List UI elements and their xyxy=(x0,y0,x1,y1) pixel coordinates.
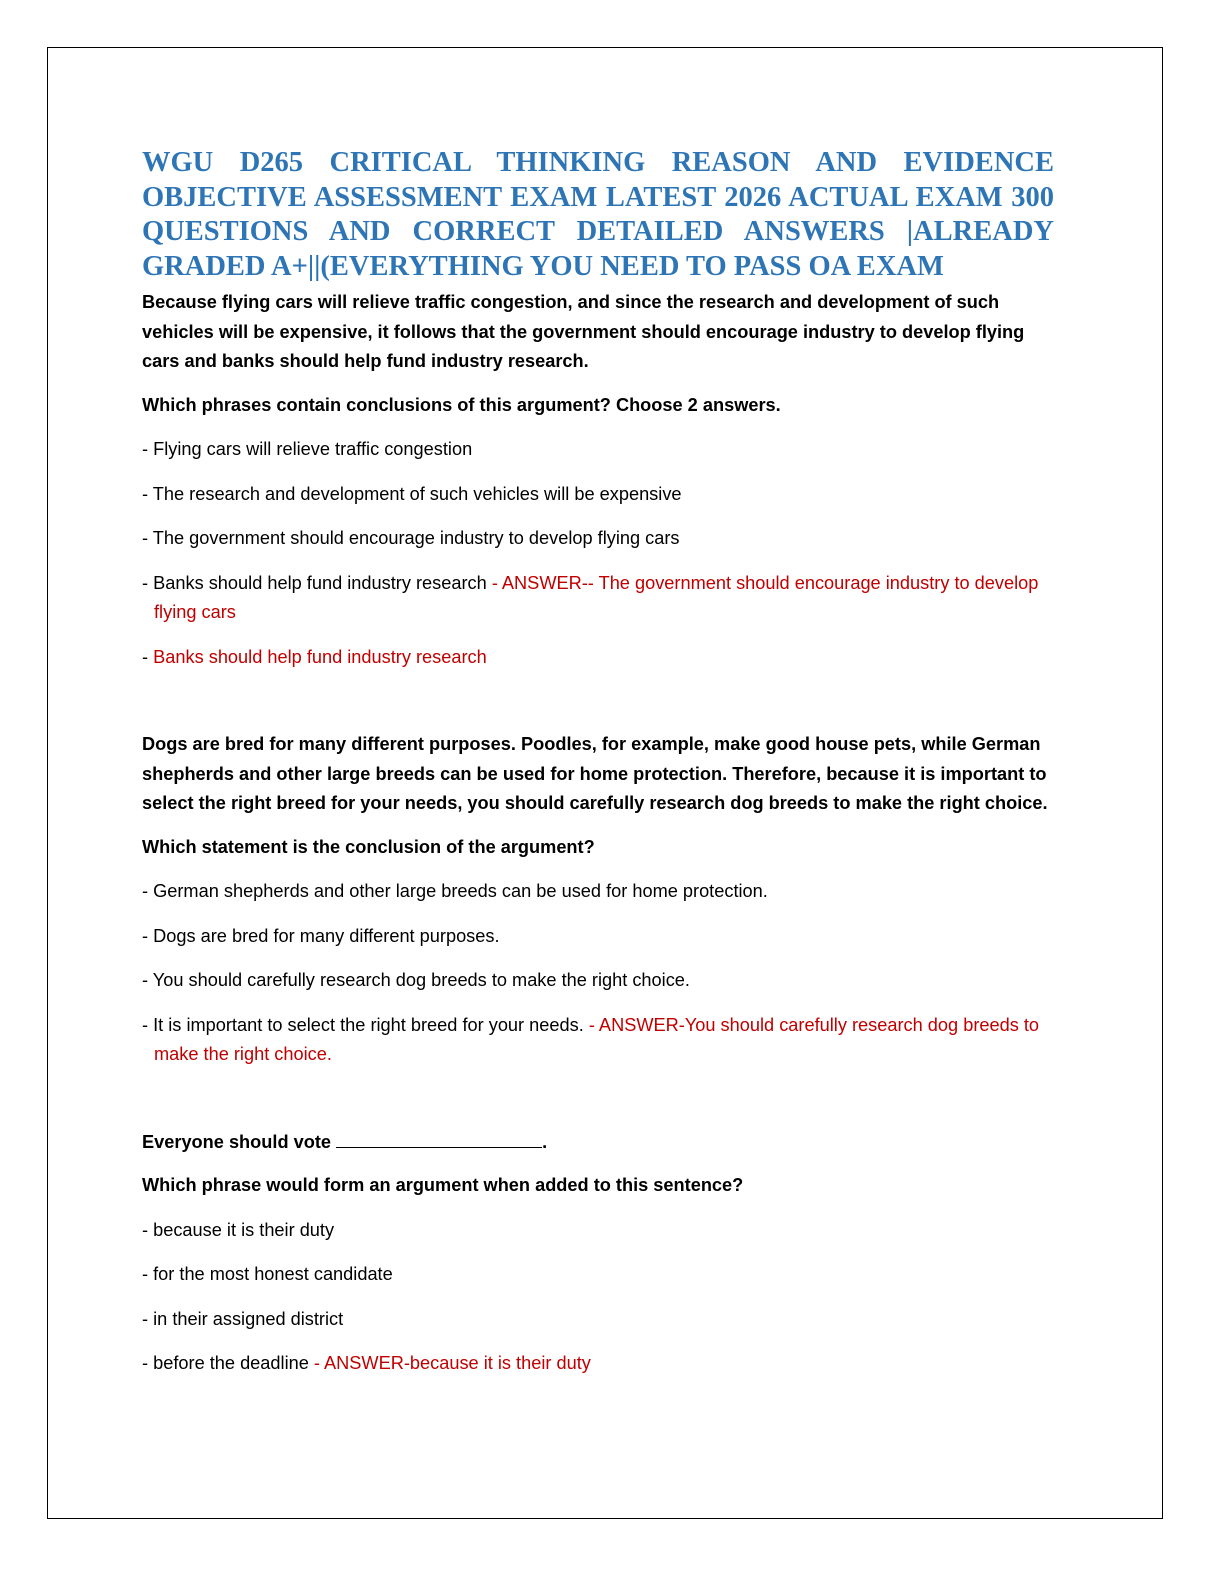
option-text: - Banks should help fund industry resear… xyxy=(142,572,492,593)
option-item: - Flying cars will relieve traffic conge… xyxy=(142,439,473,459)
document-body: WGU D265 CRITICAL THINKING REASON AND EV… xyxy=(142,146,1066,1379)
answer-options: - because it is their duty - for the mos… xyxy=(142,1216,1066,1379)
answer-options: - German shepherds and other large breed… xyxy=(142,877,1066,1070)
question-prompt: Which statement is the conclusion of the… xyxy=(142,836,595,857)
document-title: WGU D265 CRITICAL THINKING REASON AND EV… xyxy=(142,147,1054,282)
option-text: - It is important to select the right br… xyxy=(142,1014,589,1035)
option-text: - before the deadline xyxy=(142,1353,314,1373)
question-stem: Because flying cars will relieve traffic… xyxy=(142,292,1025,371)
question-3: Everyone should vote . Which phrase woul… xyxy=(142,1128,1066,1379)
option-item: - German shepherds and other large breed… xyxy=(142,881,768,901)
option-item: - The research and development of such v… xyxy=(142,483,682,504)
option-item: - because it is their duty xyxy=(142,1219,335,1240)
option-item-with-answer: - before the deadline - ANSWER-because i… xyxy=(142,1349,1066,1379)
fill-in-blank xyxy=(336,1129,543,1148)
option-item: - Dogs are bred for many different purpo… xyxy=(142,925,500,946)
option-item: - for the most honest candidate xyxy=(142,1264,393,1284)
answer-text: - ANSWER-You should carefully research d… xyxy=(154,1014,1040,1065)
stem-end: . xyxy=(542,1131,548,1152)
question-2: Dogs are bred for many different purpose… xyxy=(142,730,1066,1070)
option-item: - in their assigned district xyxy=(142,1308,344,1329)
option-prefix: - xyxy=(142,646,154,667)
spacer xyxy=(142,1070,1066,1128)
option-item-with-answer: - It is important to select the right br… xyxy=(142,1011,1066,1070)
question-prompt: Which phrase would form an argument when… xyxy=(142,1175,744,1195)
answer-text: - ANSWER-- The government should encoura… xyxy=(154,572,1039,623)
option-item: - The government should encourage indust… xyxy=(142,528,680,548)
answer-text: - ANSWER-because it is their duty xyxy=(313,1353,591,1373)
question-1: Because flying cars will relieve traffic… xyxy=(142,288,1066,672)
option-item: - You should carefully research dog bree… xyxy=(142,970,690,990)
answer-text-continued: Banks should help fund industry research xyxy=(153,646,487,667)
question-prompt: Which phrases contain conclusions of thi… xyxy=(142,394,781,415)
stem-text: Everyone should vote xyxy=(142,1131,337,1152)
question-stem: Everyone should vote . xyxy=(142,1128,1066,1158)
page-border xyxy=(47,47,1163,1519)
spacer xyxy=(142,672,1066,730)
question-stem: Dogs are bred for many different purpose… xyxy=(142,734,1048,813)
option-item-answer-continued: - Banks should help fund industry resear… xyxy=(142,643,1066,673)
option-item-with-answer: - Banks should help fund industry resear… xyxy=(142,569,1066,628)
answer-options: - Flying cars will relieve traffic conge… xyxy=(142,435,1066,672)
